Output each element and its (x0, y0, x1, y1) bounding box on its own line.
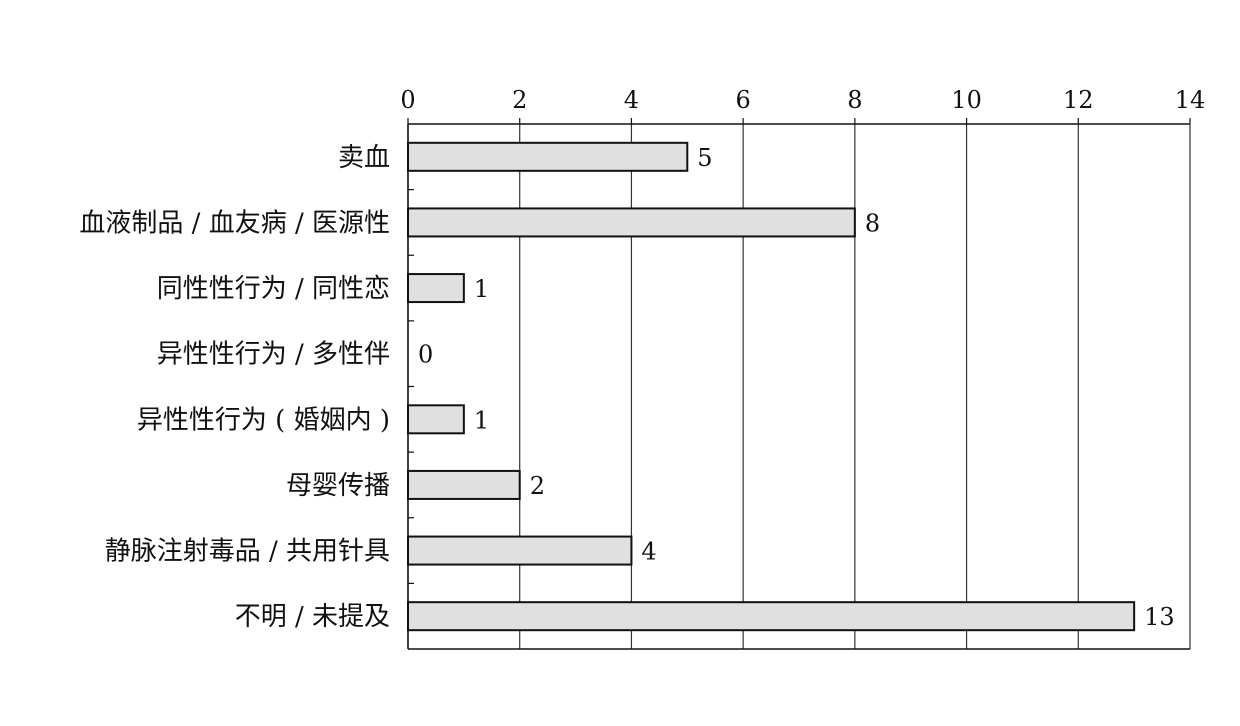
data-label: 8 (865, 209, 880, 237)
category-label: 母婴传播 (286, 471, 390, 501)
data-label: 0 (418, 341, 433, 369)
x-tick-label: 14 (1175, 86, 1206, 114)
x-tick-labels: 0 2 4 6 8 10 12 14 (400, 86, 1205, 114)
bar (407, 404, 465, 435)
category-label: 异性性行为 / 多性伴 (157, 340, 390, 370)
x-tick-label: 0 (400, 86, 415, 114)
bar (407, 207, 856, 238)
bars (407, 141, 1136, 632)
category-label: 静脉注射毒品 / 共用针具 (105, 537, 390, 567)
bar (407, 469, 521, 500)
data-label: 5 (697, 144, 712, 172)
data-label: 2 (530, 472, 545, 500)
x-tick-label: 10 (951, 86, 982, 114)
data-label: 1 (474, 275, 489, 303)
bar (407, 141, 689, 172)
data-label: 1 (474, 406, 489, 434)
x-tick-label: 8 (847, 86, 862, 114)
category-label: 同性性行为 / 同性恋 (157, 274, 390, 304)
category-label: 异性性行为 ( 婚姻内 ) (137, 405, 390, 435)
category-label: 血液制品 / 血友病 / 医源性 (79, 208, 390, 238)
x-tick-label: 6 (736, 86, 751, 114)
bar (407, 601, 1136, 632)
axes (407, 118, 1191, 650)
data-label: 13 (1144, 603, 1175, 631)
x-tick-label: 12 (1063, 86, 1094, 114)
x-tick-label: 4 (624, 86, 639, 114)
grid-lines (519, 124, 1191, 649)
x-tick-label: 2 (512, 86, 527, 114)
data-labels: 5 8 1 0 1 2 4 13 (418, 144, 1175, 631)
data-label: 4 (641, 538, 656, 566)
category-label: 卖血 (338, 143, 390, 173)
bar (407, 535, 633, 566)
category-label: 不明 / 未提及 (235, 602, 390, 632)
bar (407, 273, 465, 304)
